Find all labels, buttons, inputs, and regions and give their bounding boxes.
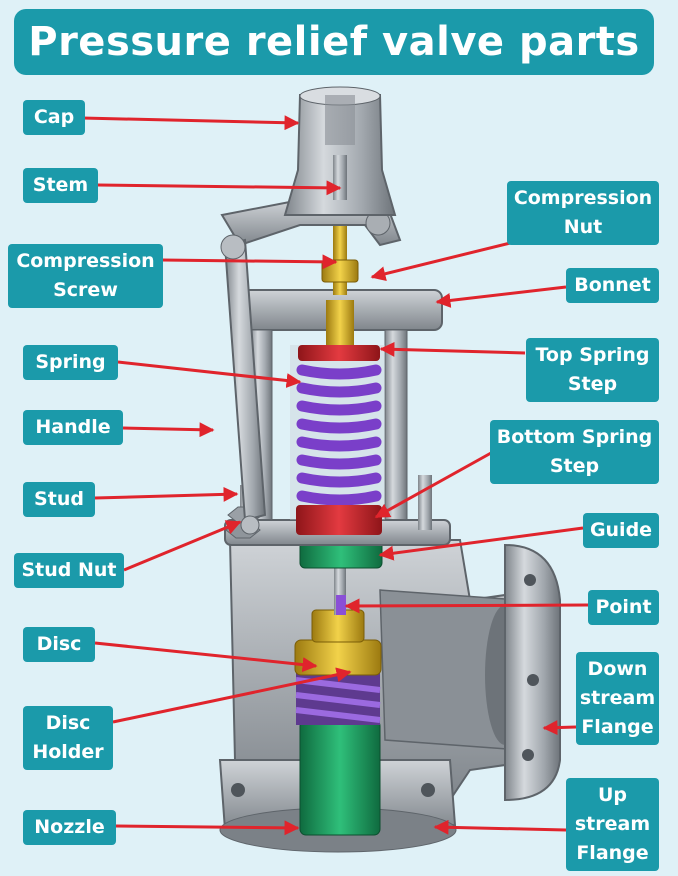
spring-part [290,345,385,535]
downstream-flange [504,543,561,802]
label-spring: Spring [23,345,118,380]
disc-holder-part [295,670,381,725]
handle-part [220,234,267,535]
label-compression-screw: Compression Screw [8,244,163,308]
label-stem: Stem [23,168,98,203]
label-up-stream-flange: Up stream Flange [566,778,659,871]
pointer-arrows [81,115,589,836]
cap-part [283,86,397,216]
label-nozzle: Nozzle [23,810,116,845]
label-cap: Cap [23,100,85,135]
label-stud: Stud [23,482,95,517]
label-disc: Disc [23,627,95,662]
label-bonnet: Bonnet [566,268,659,303]
label-point: Point [588,590,659,625]
label-down-stream-flange: Down stream Flange [576,652,659,745]
label-compression-nut: Compression Nut [507,181,659,245]
label-top-spring-step: Top Spring Step [526,338,659,402]
label-disc-holder: Disc Holder [23,706,113,770]
label-guide: Guide [583,513,659,548]
label-stud-nut: Stud Nut [14,553,124,588]
label-handle: Handle [23,410,123,445]
point-tip [336,595,346,615]
page-title: Pressure relief valve parts [14,9,654,75]
label-bottom-spring-step: Bottom Spring Step [490,420,659,484]
compression-assembly [321,215,359,345]
nozzle-part [299,719,381,836]
